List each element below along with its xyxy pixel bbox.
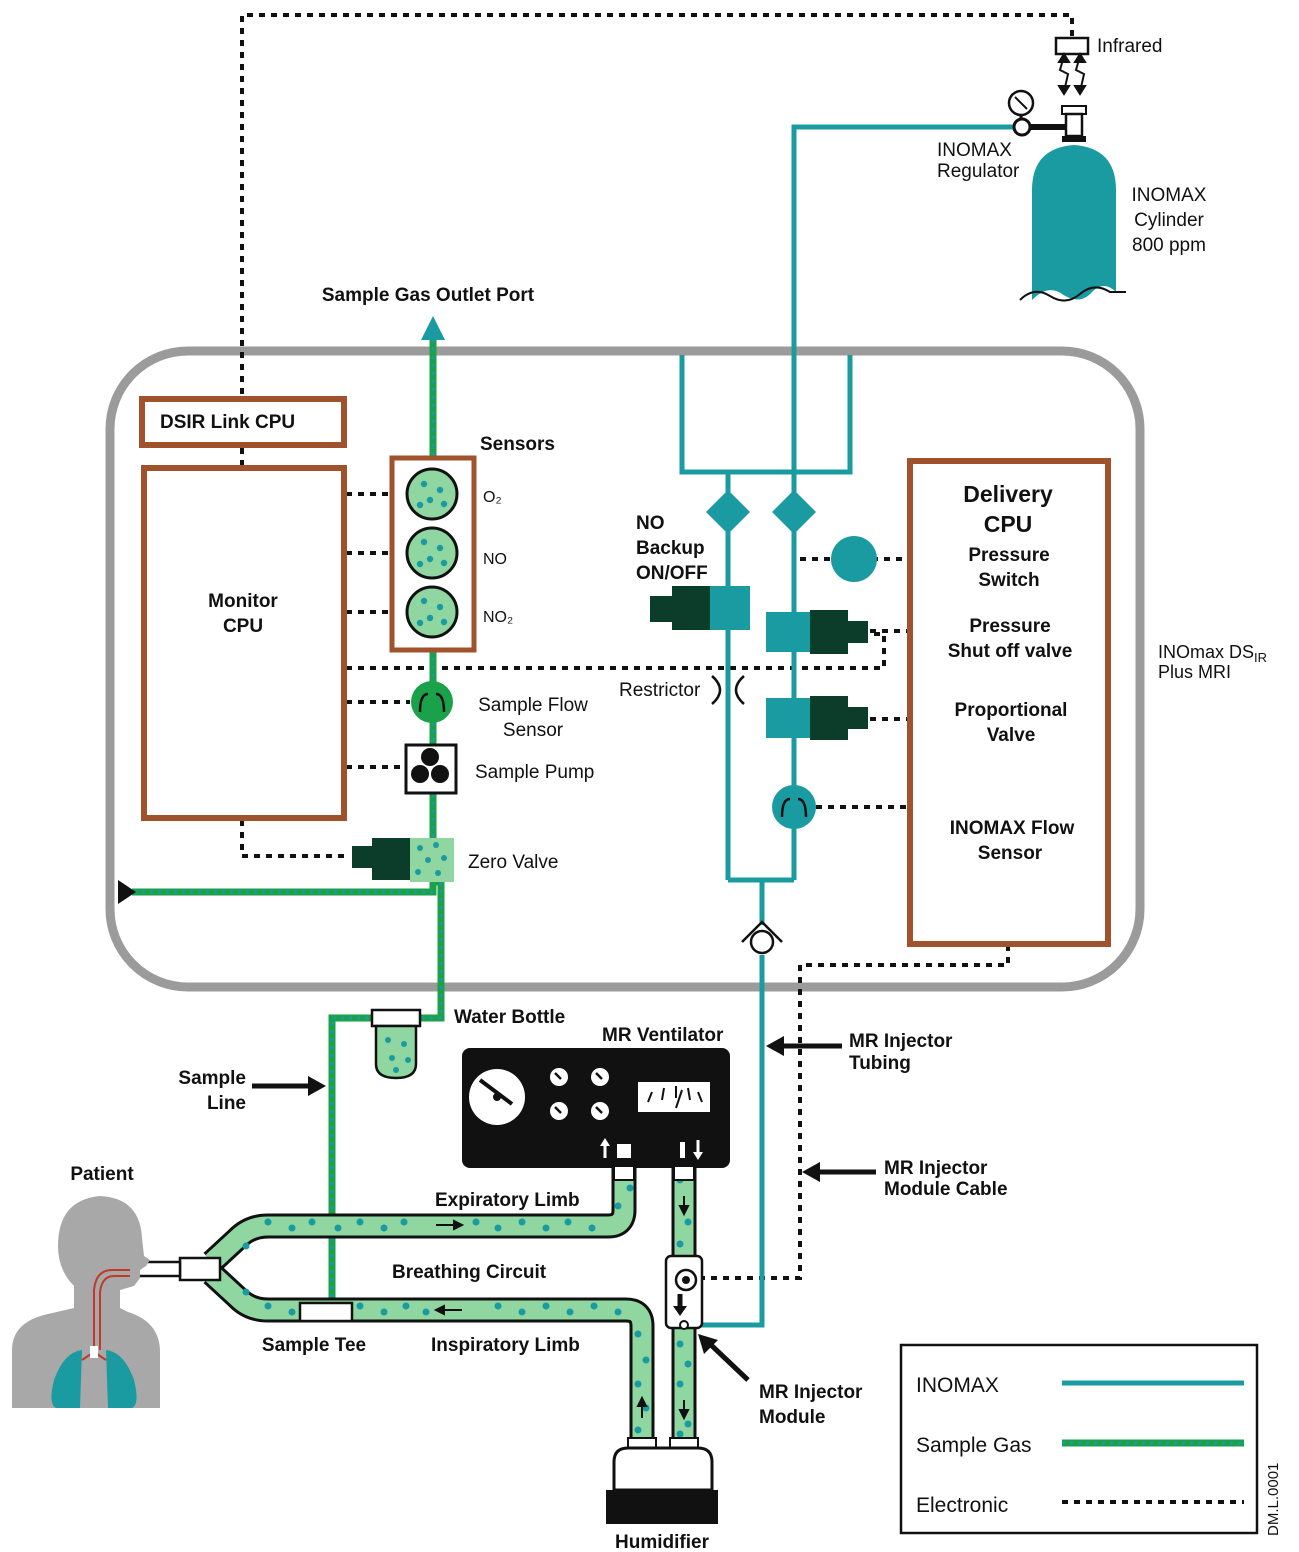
- sample-flow-sensor-icon: [411, 681, 453, 723]
- label-proportional-valve: Proportional: [955, 700, 1068, 721]
- label-sample-flow-sensor: Sensor: [503, 720, 564, 741]
- label-inomax-flow-sensor: INOMAX Flow: [950, 818, 1075, 839]
- water-bottle-icon: [370, 1008, 422, 1080]
- label-device-name: INOmax DSIR: [1158, 642, 1267, 665]
- sensor-cell-icon: [405, 585, 459, 639]
- delivery-cpu-box: [907, 458, 1111, 947]
- label-regulator: Regulator: [937, 161, 1020, 182]
- label-doc-id: DM.L.0001: [1265, 1463, 1282, 1536]
- label-monitor-cpu: Monitor: [208, 591, 278, 612]
- label-patient: Patient: [70, 1164, 134, 1185]
- label-o2: O₂: [483, 489, 502, 506]
- label-sample-flow-sensor: Sample Flow: [478, 695, 588, 716]
- wye-connector: [178, 1256, 222, 1282]
- legend-label-inomax: INOMAX: [916, 1374, 999, 1397]
- shutoff-solenoid-icon: [766, 610, 868, 654]
- patient-icon: [12, 1196, 160, 1408]
- infrared-transceiver-icon: [1054, 36, 1090, 96]
- label-sample-line: Line: [207, 1093, 246, 1114]
- no-backup-solenoid-icon: [650, 586, 750, 630]
- proportional-solenoid-icon: [766, 696, 868, 740]
- label-humidifier: Humidifier: [615, 1532, 710, 1552]
- legend: INOMAX Sample Gas Electronic: [899, 1343, 1259, 1535]
- label-pressure-switch: Pressure: [968, 545, 1049, 566]
- flow-restrictor-icon: [711, 675, 745, 705]
- device-enclosure: [105, 346, 1145, 992]
- label-regulator: INOMAX: [937, 140, 1012, 161]
- outlet-port-arrow-icon: [421, 316, 445, 340]
- pump-icon: [404, 743, 458, 795]
- label-dsir-link: DSIR Link CPU: [160, 412, 295, 433]
- delivery-valve-diamond: [772, 490, 816, 534]
- label-cylinder: 800 ppm: [1132, 235, 1206, 256]
- legend-label-sample-gas: Sample Gas: [916, 1434, 1032, 1457]
- label-zero-valve: Zero Valve: [468, 852, 558, 873]
- label-inspiratory-limb: Inspiratory Limb: [431, 1335, 580, 1356]
- flow-direction-arrows: [433, 1196, 690, 1421]
- label-injector-cable: Module Cable: [884, 1179, 1008, 1200]
- label-shutoff-valve: Shut off valve: [948, 641, 1073, 662]
- label-monitor-cpu: CPU: [223, 616, 263, 637]
- pointer-arrows: [252, 1036, 876, 1382]
- label-outlet-port: Sample Gas Outlet Port: [322, 285, 535, 306]
- regulator-gauge-icon: [1007, 89, 1066, 137]
- label-delivery-cpu: Delivery: [963, 481, 1053, 507]
- label-no2: NO₂: [483, 609, 513, 626]
- pressure-switch-icon: [831, 536, 877, 582]
- label-injector-tubing: Tubing: [849, 1053, 911, 1074]
- humidifier-icon: [606, 1437, 718, 1524]
- label-restrictor: Restrictor: [619, 680, 701, 701]
- label-cylinder: INOMAX: [1132, 185, 1207, 206]
- label-no: NO: [483, 551, 507, 568]
- label-injector-module: MR Injector: [759, 1382, 863, 1403]
- legend-label-electronic: Electronic: [916, 1494, 1008, 1517]
- sample-inlet-arrow-icon: [118, 880, 136, 904]
- mr-injector-module-icon: [664, 1254, 704, 1330]
- label-cylinder: Cylinder: [1134, 210, 1204, 231]
- sample-tee-icon: [298, 1301, 354, 1323]
- label-shutoff-valve: Pressure: [969, 616, 1050, 637]
- label-sample-line: Sample: [178, 1068, 246, 1089]
- electronic-lines: [240, 13, 1074, 1280]
- no-backup-valve-diamond: [706, 490, 750, 534]
- label-expiratory-limb: Expiratory Limb: [435, 1190, 580, 1211]
- lungs-icon: [90, 1346, 98, 1358]
- monitor-cpu-box: [141, 465, 347, 821]
- sensor-cell-icon: [405, 526, 459, 580]
- gas-cylinder-icon: [1019, 105, 1126, 302]
- label-injector-cable: MR Injector: [884, 1158, 988, 1179]
- label-proportional-valve: Valve: [987, 725, 1036, 746]
- label-mr-ventilator: MR Ventilator: [602, 1025, 724, 1046]
- ventilator-icon: [462, 1048, 730, 1168]
- label-device-name: Plus MRI: [1158, 662, 1231, 682]
- label-no-backup: Backup: [636, 538, 705, 559]
- label-water-bottle: Water Bottle: [454, 1007, 565, 1028]
- label-injector-tubing: MR Injector: [849, 1031, 953, 1052]
- dsir-link-cpu-box: [139, 396, 347, 448]
- expiratory-port: [613, 1165, 635, 1181]
- sensor-cell-icon: [405, 467, 459, 521]
- label-inomax-flow-sensor: Sensor: [978, 843, 1043, 864]
- label-breathing-circuit: Breathing Circuit: [392, 1262, 547, 1283]
- label-injector-module: Module: [759, 1407, 826, 1428]
- label-no-backup: NO: [636, 513, 665, 534]
- label-sample-tee: Sample Tee: [262, 1335, 366, 1356]
- label-pressure-switch: Switch: [978, 570, 1039, 591]
- label-sensors: Sensors: [480, 434, 555, 455]
- zero-valve-icon: [352, 838, 454, 882]
- label-infrared: Infrared: [1097, 36, 1162, 57]
- labels: Infrared INOMAX Regulator INOMAX Cylinde…: [70, 36, 1282, 1552]
- inomax-flow-sensor-icon: [772, 785, 816, 829]
- label-delivery-cpu: CPU: [984, 511, 1033, 537]
- check-valve-icon: [741, 920, 783, 955]
- inspiratory-port: [673, 1165, 695, 1181]
- label-sample-pump: Sample Pump: [475, 762, 594, 783]
- label-no-backup: ON/OFF: [636, 563, 708, 584]
